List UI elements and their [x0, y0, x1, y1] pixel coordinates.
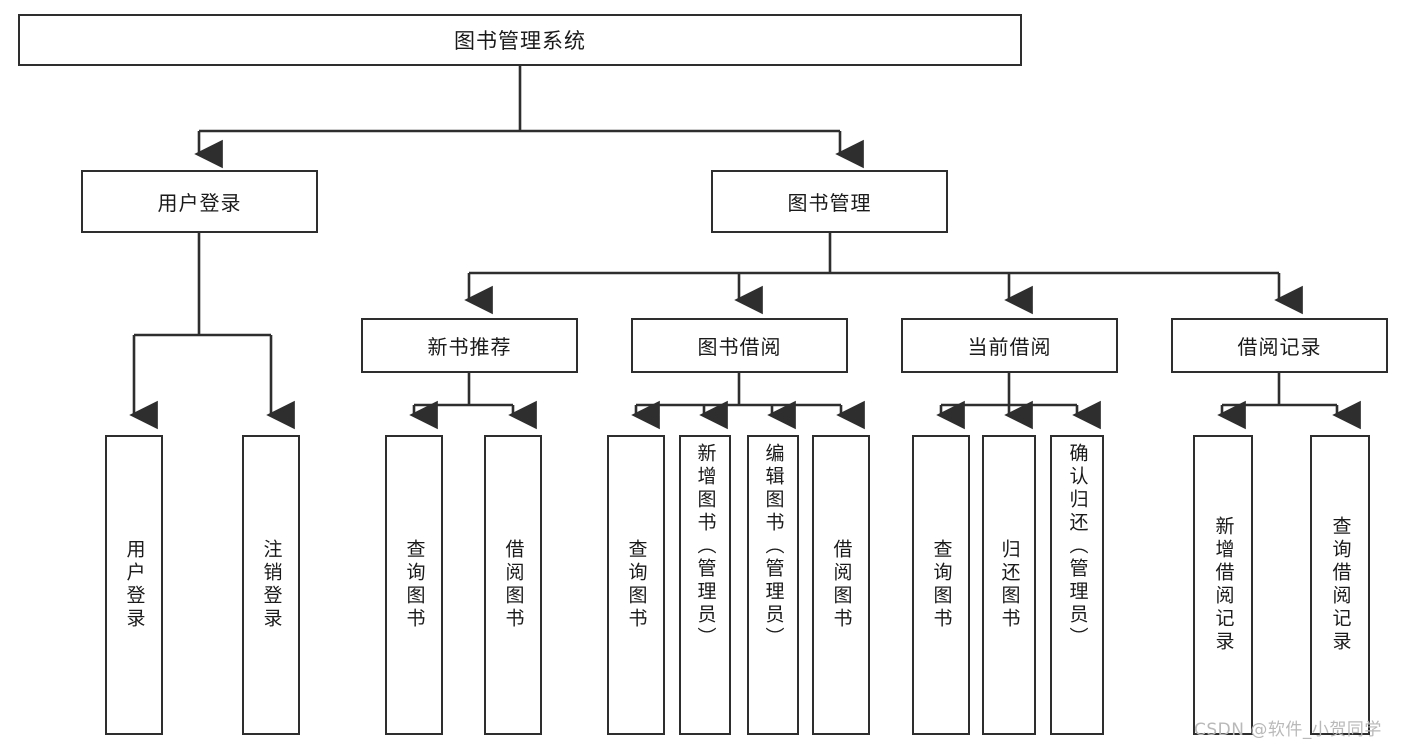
node-label: 归还图书 — [998, 539, 1021, 631]
node-book-borrow[interactable]: 图书借阅 — [631, 318, 848, 373]
node-label: 图书管理 — [787, 191, 872, 215]
csdn-watermark: CSDN @软件_小贺同学 — [1194, 720, 1382, 740]
node-label: 查询借阅记录 — [1329, 516, 1352, 654]
leaf-return-book[interactable]: 归还图书 — [982, 435, 1036, 735]
node-label: 确认归还（管理员） — [1066, 443, 1089, 650]
leaf-borrow-book[interactable]: 借阅图书 — [812, 435, 870, 735]
node-label: 编辑图书（管理员） — [762, 443, 785, 650]
node-label: 借阅图书 — [502, 539, 525, 631]
node-borrow-record[interactable]: 借阅记录 — [1171, 318, 1388, 373]
node-new-book-recommend[interactable]: 新书推荐 — [361, 318, 578, 373]
node-label: 用户登录 — [123, 539, 146, 631]
node-label: 用户登录 — [157, 191, 242, 215]
node-book-management[interactable]: 图书管理 — [711, 170, 948, 233]
leaf-query-borrow-record[interactable]: 查询借阅记录 — [1310, 435, 1370, 735]
leaf-add-borrow-record[interactable]: 新增借阅记录 — [1193, 435, 1253, 735]
node-current-borrow[interactable]: 当前借阅 — [901, 318, 1118, 373]
leaf-query-book-recommend[interactable]: 查询图书 — [385, 435, 443, 735]
leaf-query-book-current[interactable]: 查询图书 — [912, 435, 970, 735]
leaf-borrow-book-recommend[interactable]: 借阅图书 — [484, 435, 542, 735]
node-label: 借阅图书 — [830, 539, 853, 631]
node-root-system[interactable]: 图书管理系统 — [18, 14, 1022, 66]
node-label: 查询图书 — [625, 539, 648, 631]
node-label: 图书管理系统 — [454, 29, 586, 53]
node-label: 新增图书（管理员） — [694, 443, 717, 650]
node-user-login[interactable]: 用户登录 — [81, 170, 318, 233]
node-label: 注销登录 — [260, 539, 283, 631]
node-label: 新书推荐 — [427, 335, 512, 359]
leaf-edit-book-admin[interactable]: 编辑图书（管理员） — [747, 435, 799, 735]
node-label: 借阅记录 — [1237, 335, 1322, 359]
leaf-add-book-admin[interactable]: 新增图书（管理员） — [679, 435, 731, 735]
node-label: 新增借阅记录 — [1212, 516, 1235, 654]
leaf-user-login[interactable]: 用户登录 — [105, 435, 163, 735]
node-label: 图书借阅 — [697, 335, 782, 359]
node-label: 查询图书 — [930, 539, 953, 631]
leaf-query-book[interactable]: 查询图书 — [607, 435, 665, 735]
node-label: 当前借阅 — [967, 335, 1052, 359]
leaf-logout[interactable]: 注销登录 — [242, 435, 300, 735]
leaf-confirm-return-admin[interactable]: 确认归还（管理员） — [1050, 435, 1104, 735]
node-label: 查询图书 — [403, 539, 426, 631]
